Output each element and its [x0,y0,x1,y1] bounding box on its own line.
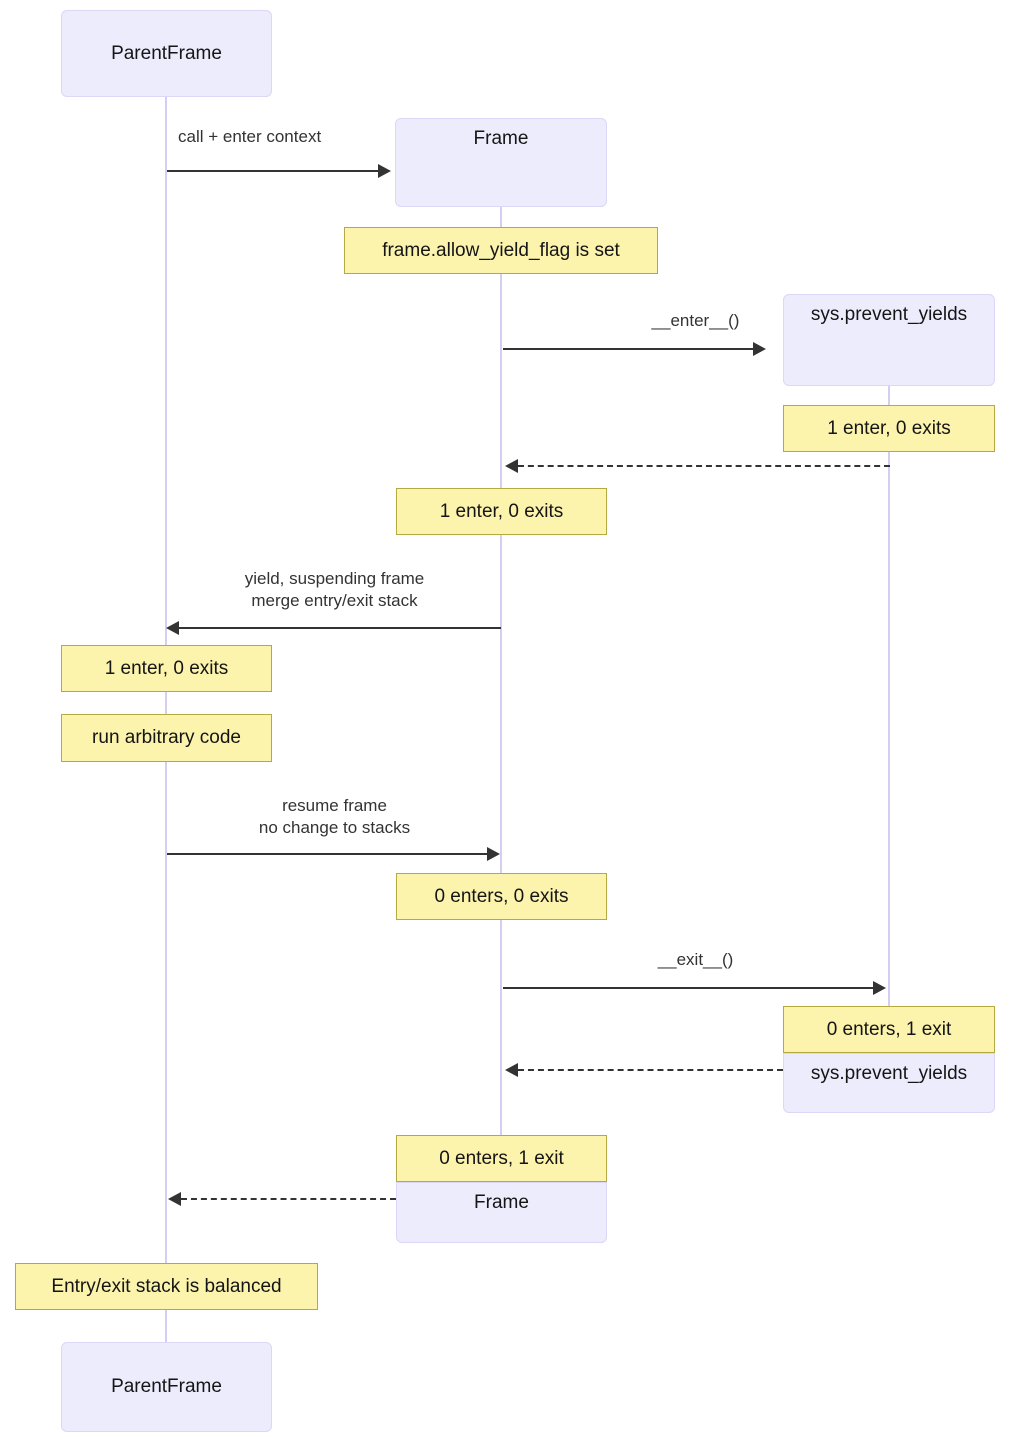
note-frame-zero-one: 0 enters, 1 exit [396,1135,607,1182]
actor-sys-prevent-yields-top-label: sys.prevent_yields [810,304,968,325]
lifeline-frame [500,207,502,1182]
return-line-sys-to-frame [518,465,890,467]
arrowhead-return-sys-to-frame-2 [505,1063,518,1077]
actor-parentframe-bottom[interactable]: ParentFrame [61,1342,272,1432]
actor-frame-top[interactable]: Frame [395,118,607,207]
return-line-sys-to-frame-2 [518,1069,783,1071]
message-label-yield-suspend: yield, suspending frame merge entry/exit… [244,569,425,611]
arrowhead-return-sys-to-frame [505,459,518,473]
note-frame-enter-1: 1 enter, 0 exits [396,488,607,535]
note-run-arbitrary-code: run arbitrary code [61,714,272,762]
message-line-enter-call [503,348,755,350]
arrowhead-exit-call [873,981,886,995]
actor-parentframe-top-label: ParentFrame [111,42,222,64]
actor-parentframe-top[interactable]: ParentFrame [61,10,272,97]
actor-frame-bottom[interactable]: Frame [396,1182,607,1243]
actor-frame-bottom-label: Frame [474,1192,529,1213]
arrowhead-call-enter-context [378,164,391,178]
arrowhead-enter-call [753,342,766,356]
message-label-enter-call: __enter__() [651,311,740,330]
arrowhead-yield-suspend [166,621,179,635]
message-label-resume-frame: resume frame no change to stacks [258,796,411,838]
actor-sys-prevent-yields-top[interactable]: sys.prevent_yields [783,294,995,386]
note-parent-enter-1: 1 enter, 0 exits [61,645,272,692]
actor-sys-prevent-yields-bottom[interactable]: sys.prevent_yields [783,1053,995,1113]
message-line-call-enter-context [167,170,381,172]
return-line-frame-to-parent [181,1198,396,1200]
note-balanced: Entry/exit stack is balanced [15,1263,318,1310]
actor-parentframe-bottom-label: ParentFrame [111,1376,222,1397]
actor-sys-prevent-yields-bottom-label: sys.prevent_yields [810,1063,968,1084]
actor-frame-top-label: Frame [473,128,529,149]
lifeline-sys-prevent-yields [888,386,890,1053]
note-frame-zero-zero: 0 enters, 0 exits [396,873,607,920]
message-line-exit-call [503,987,875,989]
message-label-exit-call: __exit__() [657,950,734,969]
arrowhead-return-frame-to-parent [168,1192,181,1206]
note-allow-yield-flag: frame.allow_yield_flag is set [344,227,658,274]
note-sys-enter-1: 1 enter, 0 exits [783,405,995,452]
note-sys-zero-one: 0 enters, 1 exit [783,1006,995,1053]
message-label-call-enter-context: call + enter context [178,127,322,146]
arrowhead-resume-frame [487,847,500,861]
message-line-yield-suspend [179,627,501,629]
message-line-resume-frame [167,853,489,855]
